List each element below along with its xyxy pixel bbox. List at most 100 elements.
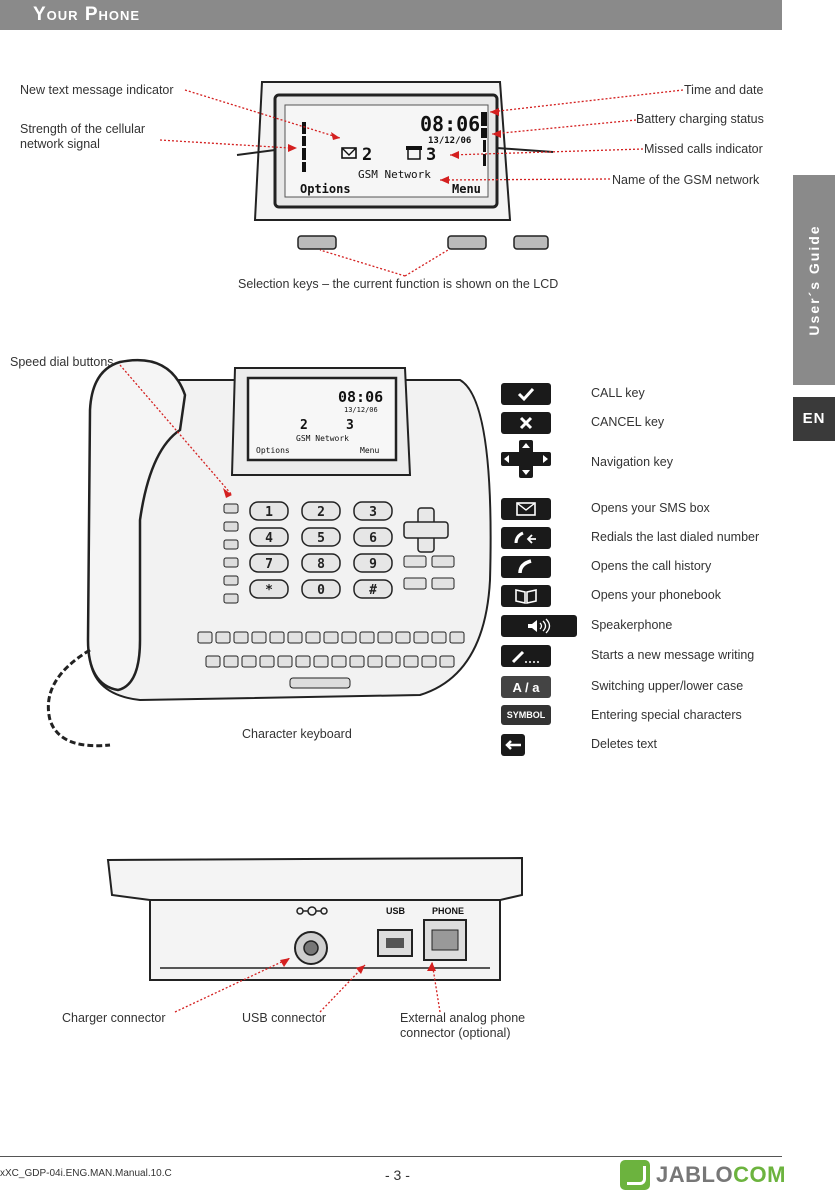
cancel-soft-key[interactable] xyxy=(513,235,549,250)
character-key[interactable] xyxy=(277,655,293,668)
envelope-icon xyxy=(516,502,536,516)
speed-dial-button[interactable] xyxy=(223,557,239,568)
digit-key[interactable]: 7 xyxy=(249,553,289,573)
character-keyboard xyxy=(197,555,465,668)
character-key[interactable] xyxy=(305,631,321,644)
lcd-network-name: GSM Network xyxy=(358,168,431,181)
character-key[interactable] xyxy=(269,631,285,644)
callout-arrowheads xyxy=(288,108,501,184)
lcd-time: 08:06 xyxy=(420,112,480,136)
character-key[interactable] xyxy=(241,655,257,668)
character-key[interactable] xyxy=(413,631,429,644)
digit-key-label: 1 xyxy=(265,505,273,520)
digit-key[interactable]: 4 xyxy=(249,527,289,547)
handset xyxy=(86,358,187,692)
character-key[interactable] xyxy=(431,631,447,644)
character-key[interactable] xyxy=(251,631,267,644)
character-key[interactable] xyxy=(349,655,365,668)
phone-port[interactable] xyxy=(423,919,467,961)
speaker-icon xyxy=(524,618,554,634)
character-key[interactable] xyxy=(197,631,213,644)
key-description: CANCEL key xyxy=(591,415,665,429)
character-key[interactable] xyxy=(215,631,231,644)
check-icon xyxy=(516,386,536,402)
character-key[interactable] xyxy=(205,655,221,668)
lcd-options-label: Options xyxy=(300,182,351,196)
speed-dial-button[interactable] xyxy=(223,593,239,604)
speed-dial-button[interactable] xyxy=(223,575,239,586)
character-key[interactable] xyxy=(395,631,411,644)
character-key[interactable] xyxy=(313,655,329,668)
right-selection-key[interactable] xyxy=(447,235,487,250)
digit-key[interactable]: 1 xyxy=(249,501,289,521)
character-key[interactable] xyxy=(295,655,311,668)
function-key[interactable] xyxy=(403,555,427,568)
character-key[interactable] xyxy=(331,655,347,668)
left-selection-key[interactable] xyxy=(297,235,337,250)
digit-key-label: 7 xyxy=(265,557,273,572)
book-key xyxy=(501,585,551,607)
callout-character-keyboard: Character keyboard xyxy=(242,727,352,741)
character-key[interactable] xyxy=(223,655,239,668)
lcd-figure: 08:06 13/12/06 2 3 GSM Network Options M… xyxy=(159,81,684,277)
lcd-sms-count: 2 xyxy=(362,145,372,165)
mini-lcd-date: 13/12/06 xyxy=(344,406,378,414)
symbol-icon: SYMBOL xyxy=(506,710,546,720)
digit-key-label: # xyxy=(369,583,377,598)
character-key[interactable] xyxy=(403,655,419,668)
callout-usb: USB connector xyxy=(242,1011,327,1025)
speed-dial-button[interactable] xyxy=(223,521,239,532)
character-key[interactable] xyxy=(233,631,249,644)
navigation-pad[interactable] xyxy=(403,507,449,553)
speed-dial-buttons xyxy=(223,503,239,604)
function-key[interactable] xyxy=(431,577,455,590)
character-key[interactable] xyxy=(439,655,455,668)
digit-key[interactable]: 9 xyxy=(353,553,393,573)
character-key[interactable] xyxy=(287,631,303,644)
character-key[interactable] xyxy=(323,631,339,644)
signal-strength-icon xyxy=(302,122,306,172)
case-icon: A / a xyxy=(512,679,540,695)
digit-key[interactable]: 3 xyxy=(353,501,393,521)
digit-key[interactable]: # xyxy=(353,579,393,599)
jablocom-logo: JABLOCOM xyxy=(620,1160,786,1190)
speed-dial-button[interactable] xyxy=(223,503,239,514)
battery-icon xyxy=(481,112,487,166)
phone-body xyxy=(88,367,492,702)
lcd-menu-label: Menu xyxy=(452,182,481,196)
digit-key[interactable]: 0 xyxy=(301,579,341,599)
callout-speed-dial: Speed dial buttons xyxy=(10,355,114,369)
phone-icon xyxy=(406,146,422,160)
digit-key[interactable]: * xyxy=(249,579,289,599)
cross-key xyxy=(501,412,551,434)
back-callout-lines xyxy=(174,957,441,1013)
character-key[interactable] xyxy=(421,655,437,668)
character-key[interactable] xyxy=(377,631,393,644)
redial-key xyxy=(501,527,551,549)
speed-dial-button[interactable] xyxy=(223,539,239,550)
character-key[interactable] xyxy=(449,631,465,644)
digit-key[interactable]: 6 xyxy=(353,527,393,547)
lcd-date: 13/12/06 xyxy=(428,136,471,146)
digit-key[interactable]: 5 xyxy=(301,527,341,547)
function-key[interactable] xyxy=(403,577,427,590)
case-key: A / a xyxy=(501,676,551,698)
digit-key-label: 2 xyxy=(317,505,325,520)
character-key[interactable] xyxy=(385,655,401,668)
usb-port[interactable] xyxy=(377,929,413,957)
page-header: Your Phone xyxy=(0,0,782,30)
dc-polarity-icon xyxy=(296,906,328,916)
character-key[interactable] xyxy=(341,631,357,644)
back-panel-figure: USB PHONE xyxy=(106,856,523,1013)
character-key[interactable] xyxy=(367,655,383,668)
callout-signal: Strength of the cellular network signal xyxy=(20,122,146,151)
space-bar[interactable] xyxy=(289,677,351,689)
character-key[interactable] xyxy=(259,655,275,668)
digit-key[interactable]: 8 xyxy=(301,553,341,573)
coiled-cord xyxy=(46,648,111,748)
character-key[interactable] xyxy=(359,631,375,644)
digit-key[interactable]: 2 xyxy=(301,501,341,521)
charger-jack[interactable] xyxy=(294,931,328,965)
function-key[interactable] xyxy=(431,555,455,568)
